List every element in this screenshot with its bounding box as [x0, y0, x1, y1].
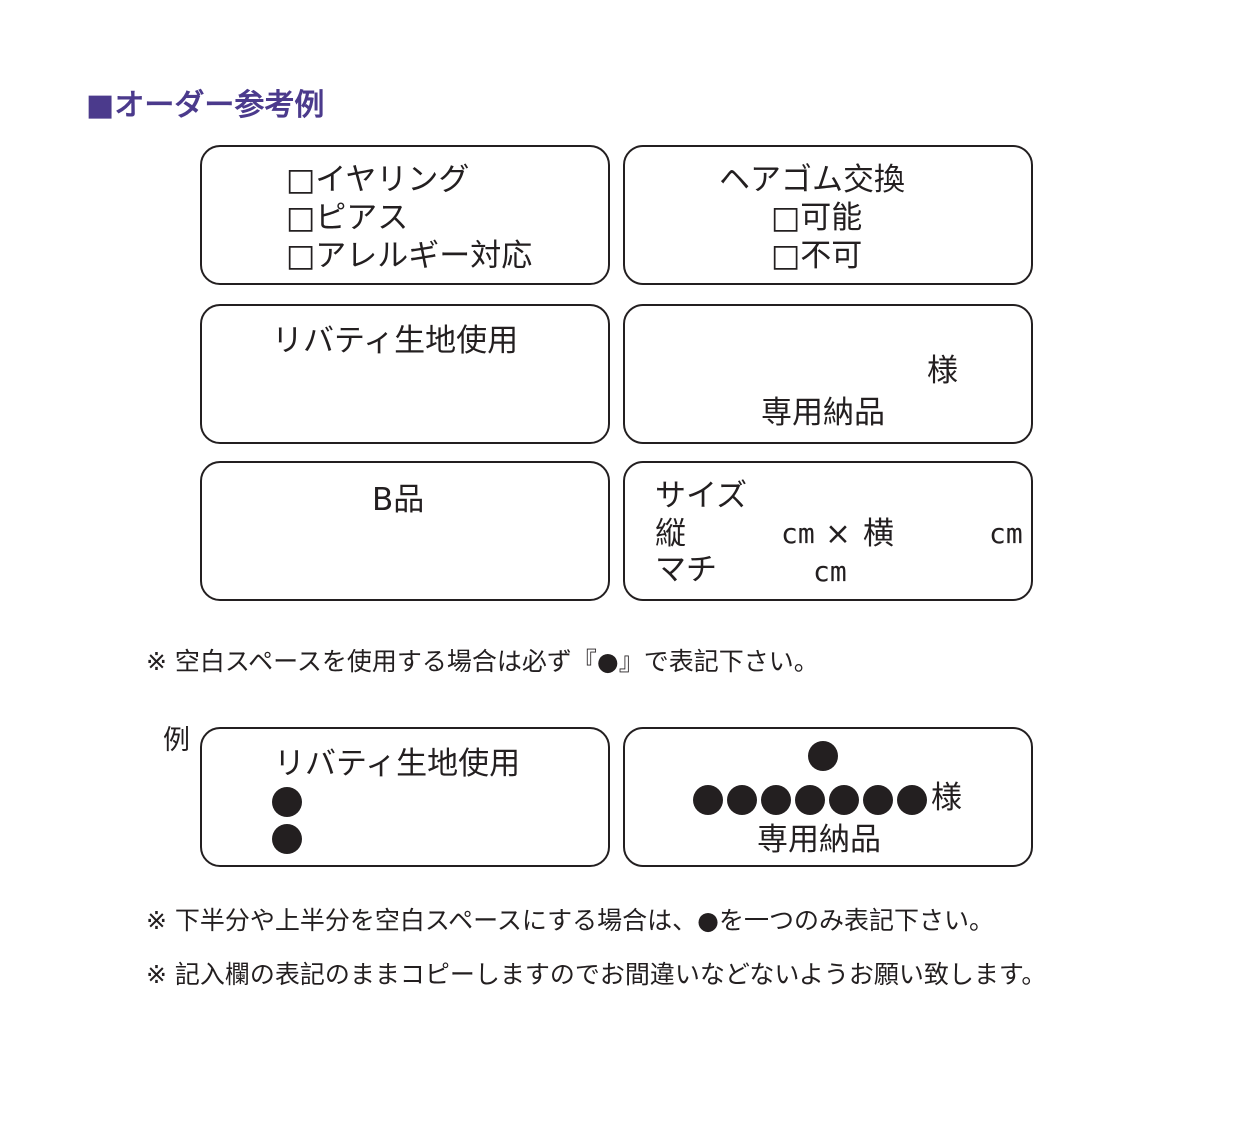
example-liberty-box: リバティ生地使用 — [200, 727, 610, 867]
liberty-box: リバティ生地使用 — [200, 304, 610, 444]
size-heading: サイズ — [655, 478, 748, 514]
exclusive-label: 専用納品 — [761, 395, 885, 431]
option-pierce: □ピアス — [286, 200, 409, 236]
example-name-row: 様 — [693, 779, 962, 817]
liberty-label: リバティ生地使用 — [272, 323, 519, 359]
option-allergy: □アレルギー対応 — [286, 238, 533, 274]
note-blank-space: ※ 空白スペースを使用する場合は必ず『●』で表記下さい。 — [146, 647, 819, 676]
times-sign: × — [825, 516, 851, 552]
b-grade-box: B品 — [200, 461, 610, 601]
note-half-blank: ※ 下半分や上半分を空白スペースにする場合は、●を一つのみ表記下さい。 — [146, 906, 994, 935]
jewelry-option-box: □イヤリング □ピアス □アレルギー対応 — [200, 145, 610, 285]
note-copy-as-is: ※ 記入欄の表記のままコピーしますのでお間違いなどないようお願い致します。 — [146, 960, 1047, 989]
machi-label: マチ — [655, 552, 717, 588]
option-impossible: □不可 — [771, 238, 863, 274]
hairband-heading: ヘアゴム交換 — [719, 162, 905, 198]
page-title: ■オーダー参考例 — [86, 88, 325, 123]
example-sama: 様 — [931, 780, 962, 816]
b-grade-label: B品 — [372, 482, 425, 518]
size-box: サイズ 縦 cm × 横 cm マチ cm — [623, 461, 1033, 601]
hairband-option-box: ヘアゴム交換 □可能 □不可 — [623, 145, 1033, 285]
example-dot — [272, 787, 306, 817]
example-dot — [272, 824, 306, 854]
sama-label: 様 — [927, 353, 958, 389]
option-earring: □イヤリング — [286, 162, 470, 198]
yoko-cm: cm — [989, 517, 1023, 550]
option-possible: □可能 — [771, 200, 863, 236]
example-dot — [808, 741, 842, 771]
tate-cm: cm — [781, 517, 815, 550]
example-liberty-label: リバティ生地使用 — [274, 746, 521, 782]
example-exclusive-label: 専用納品 — [757, 822, 881, 858]
exclusive-delivery-box: 様 専用納品 — [623, 304, 1033, 444]
yoko-label: 横 — [863, 516, 894, 552]
tate-label: 縦 — [655, 516, 686, 552]
example-exclusive-box: 様 専用納品 — [623, 727, 1033, 867]
machi-cm: cm — [813, 555, 847, 588]
example-label: 例 — [163, 725, 190, 756]
